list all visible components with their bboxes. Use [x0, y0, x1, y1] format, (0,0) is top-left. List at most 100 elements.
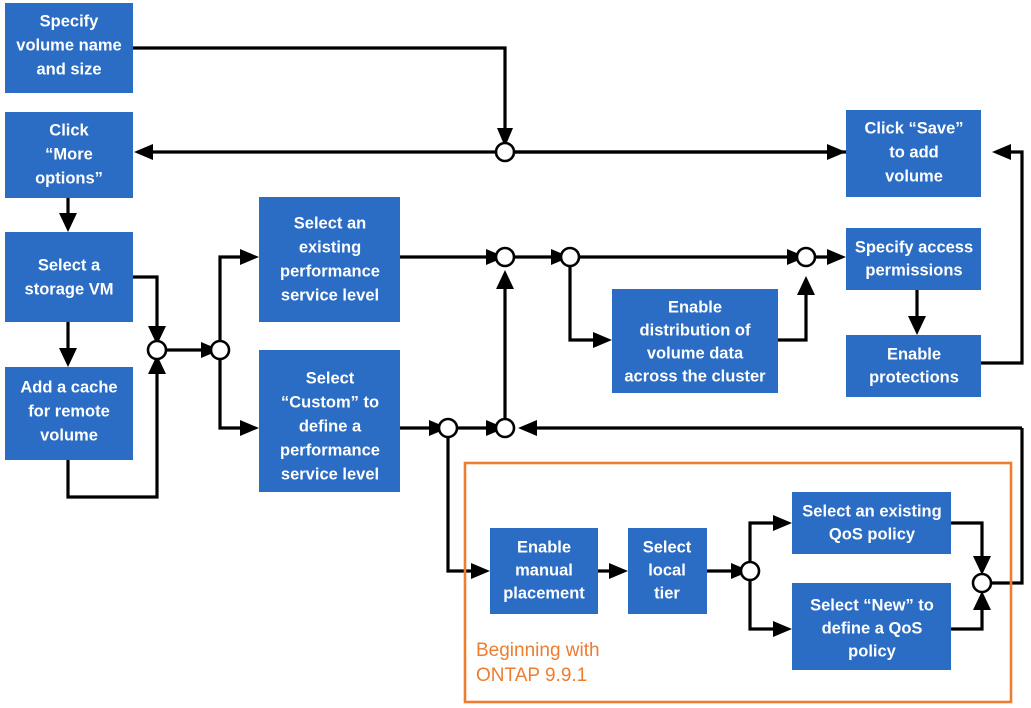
line-junction-d-to-enable-distribution	[568, 257, 599, 342]
node-add-cache-line-3: volume	[40, 426, 98, 444]
node-enable-distribution-rect[interactable]	[612, 289, 778, 393]
node-enable-protections-line-1: Enable	[887, 345, 941, 363]
node-more-options-rect[interactable]	[5, 112, 133, 198]
node-manual-placement-line-2: manual	[515, 561, 573, 579]
arrow-top-junction-to-save	[827, 144, 846, 160]
node-new-qos-line-2: define a QoS	[822, 619, 923, 637]
junction-custom-split	[437, 417, 459, 439]
node-existing-psl-line-1: Select an	[294, 214, 366, 232]
line-junction-b-to-custom-psl	[218, 350, 246, 430]
group-border-rect	[463, 461, 1013, 704]
node-save-volume-line-1: Click “Save”	[864, 119, 963, 137]
node-enable-protections[interactable]: Enable protections	[846, 335, 981, 397]
line-junction-b-to-existing-psl	[218, 255, 246, 350]
node-existing-qos[interactable]: Select an existing QoS policy	[792, 492, 951, 554]
node-enable-protections-line-2: protections	[869, 368, 959, 386]
node-existing-qos-line-2: QoS policy	[829, 525, 916, 543]
node-save-volume-rect[interactable]	[846, 110, 981, 197]
node-more-options-line-3: options”	[35, 169, 103, 187]
node-specify-volume-rect[interactable]	[5, 3, 133, 93]
arrow-specify-to-top-junction	[497, 128, 513, 147]
node-access-permissions-line-1: Specify access	[855, 238, 973, 256]
line-junction-i-to-feedback	[991, 428, 1024, 585]
node-specify-volume-line-1: Specify	[40, 12, 100, 30]
node-existing-psl-line-2: existing	[299, 238, 361, 256]
node-access-permissions[interactable]: Specify access permissions	[846, 228, 981, 290]
node-access-permissions-rect[interactable]	[846, 228, 981, 290]
node-storage-vm[interactable]: Select a storage VM	[5, 232, 133, 322]
line-protections-to-save	[981, 150, 1024, 365]
node-custom-psl-line-2: “Custom” to	[281, 393, 379, 411]
node-manual-placement[interactable]: Enable manual placement	[490, 528, 598, 614]
node-add-cache[interactable]: Add a cache for remote volume	[5, 367, 133, 460]
arrow-new-qos-to-junction-i	[973, 591, 991, 610]
junction-custom-merge	[494, 417, 516, 439]
node-add-cache-line-1: Add a cache	[20, 378, 117, 396]
node-new-qos-rect[interactable]	[792, 583, 951, 670]
node-enable-distribution-line-2: distribution of	[640, 321, 751, 339]
node-manual-placement-rect[interactable]	[490, 528, 598, 614]
arrow-add-cache-to-junction-a	[148, 355, 166, 374]
node-specify-volume-line-2: volume name	[16, 36, 121, 54]
node-new-qos[interactable]: Select “New” to define a QoS policy	[792, 583, 951, 670]
arrow-junction-d-to-enable-distribution	[593, 332, 612, 348]
arrow-junction-b-to-custom-psl	[240, 420, 259, 436]
node-save-volume[interactable]: Click “Save” to add volume	[846, 110, 981, 197]
junction-qos-split	[739, 560, 761, 582]
node-manual-placement-line-1: Enable	[517, 538, 571, 556]
node-more-options[interactable]: Click “More options”	[5, 112, 133, 198]
arrow-junction-f-to-manual-placement	[471, 563, 490, 579]
arrow-storage-vm-to-junction-a	[148, 326, 166, 345]
node-local-tier[interactable]: Select local tier	[628, 528, 707, 614]
arrow-enable-distribution-to-junction-e	[797, 276, 815, 295]
node-existing-qos-line-1: Select an existing	[802, 502, 941, 520]
junction-storage-merge	[146, 339, 168, 361]
node-save-volume-line-3: volume	[885, 167, 943, 185]
arrow-more-options-to-storage-vm	[59, 213, 77, 232]
arrow-junction-e-to-access-permissions	[827, 249, 846, 265]
arrow-junction-h-to-existing-qos	[773, 515, 792, 531]
node-storage-vm-line-1: Select a	[38, 256, 101, 274]
connector-layer	[59, 46, 1024, 637]
node-existing-psl-line-4: service level	[281, 286, 379, 304]
node-new-qos-line-3: policy	[848, 642, 897, 660]
arrow-junction-g-to-junction-c	[496, 270, 514, 289]
node-more-options-line-2: “More	[45, 145, 93, 163]
node-custom-psl-line-5: service level	[281, 465, 379, 483]
arrow-qos-return-to-junction-g	[518, 420, 537, 436]
node-existing-qos-rect[interactable]	[792, 492, 951, 554]
node-storage-vm-rect[interactable]	[5, 232, 133, 322]
line-add-cache-to-junction-a	[66, 368, 159, 499]
node-specify-volume-line-3: and size	[36, 60, 101, 78]
node-add-cache-rect[interactable]	[5, 367, 133, 460]
node-enable-distribution[interactable]: Enable distribution of volume data acros…	[612, 289, 778, 393]
node-local-tier-line-3: tier	[654, 584, 680, 602]
node-enable-distribution-line-3: volume data	[647, 344, 744, 362]
arrow-save-to-more-options	[134, 144, 153, 160]
node-local-tier-rect[interactable]	[628, 528, 707, 614]
node-existing-psl-line-3: performance	[280, 262, 380, 280]
line-junction-h-to-existing-qos	[748, 521, 779, 571]
node-existing-psl-rect[interactable]	[259, 197, 400, 322]
line-specify-to-top-junction	[133, 46, 507, 134]
node-custom-psl-rect[interactable]	[259, 350, 400, 492]
node-custom-psl-line-4: performance	[280, 441, 380, 459]
arrow-junction-h-to-new-qos	[773, 621, 792, 637]
node-custom-psl[interactable]: Select “Custom” to define a performance …	[259, 350, 400, 492]
junction-psl-split	[209, 339, 231, 361]
node-local-tier-line-1: Select	[643, 538, 692, 556]
node-enable-protections-rect[interactable]	[846, 335, 981, 397]
node-existing-psl[interactable]: Select an existing performance service l…	[259, 197, 400, 322]
group-label-line-1: Beginning with	[476, 640, 600, 661]
line-storage-vm-to-junction-a	[133, 275, 159, 332]
arrow-protections-to-save	[992, 144, 1011, 160]
node-custom-psl-line-1: Select	[306, 369, 355, 387]
junction-top-merge	[494, 141, 516, 163]
arrow-junction-b-to-existing-psl	[240, 249, 259, 265]
node-specify-volume[interactable]: Specify volume name and size	[5, 3, 133, 93]
group-label-line-2: ONTAP 9.9.1	[476, 665, 587, 686]
node-storage-vm-line-2: storage VM	[25, 280, 114, 298]
arrow-existing-qos-to-junction-i	[973, 556, 991, 575]
arrow-storage-vm-to-add-cache	[59, 348, 77, 367]
